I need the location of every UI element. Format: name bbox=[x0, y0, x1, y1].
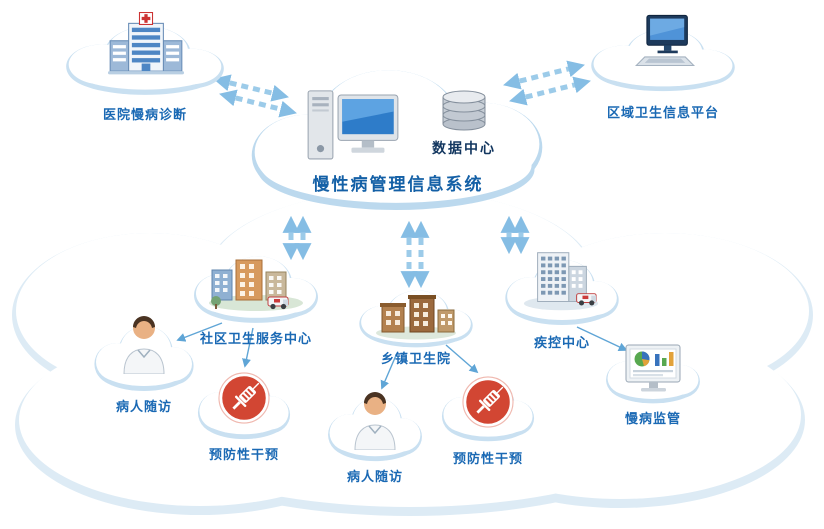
chronic-supervision-label: 慢病监管 bbox=[624, 412, 681, 427]
system-cloud-node: 数据中心 慢性病管理信息系统 bbox=[242, 58, 554, 218]
link-township-followup bbox=[380, 352, 398, 390]
hospital-label: 医院慢病诊断 bbox=[102, 108, 187, 123]
database-icon bbox=[442, 90, 486, 131]
link-regional-system-b bbox=[509, 76, 591, 106]
community-buildings-icon bbox=[208, 259, 304, 312]
regional-platform-label: 区域卫生信息平台 bbox=[606, 106, 719, 121]
patient-followup-left-node: 病人随访 bbox=[88, 314, 200, 415]
patient-followup-middle-label: 病人随访 bbox=[346, 470, 403, 485]
cdc-node: 疾控中心 bbox=[498, 248, 626, 354]
patient-person-icon bbox=[123, 315, 165, 374]
datacenter-label: 数据中心 bbox=[432, 141, 496, 157]
regional-platform-node: 区域卫生信息平台 bbox=[582, 14, 744, 124]
link-cdc-supervision bbox=[576, 326, 628, 352]
desktop-computer-icon bbox=[635, 14, 695, 67]
hospital-node: 医院慢病诊断 bbox=[56, 12, 234, 126]
community-center-label: 社区卫生服务中心 bbox=[199, 332, 312, 347]
patient-person-icon bbox=[354, 391, 396, 450]
syringe-badge-icon bbox=[218, 372, 270, 424]
hospital-building-icon bbox=[108, 12, 184, 75]
link-community-intervention bbox=[242, 327, 254, 368]
township-clinic-node: 乡镇卫生院 bbox=[352, 280, 480, 372]
preventive-intervention-middle-label: 预防性干预 bbox=[452, 452, 523, 467]
monitor-charts-icon bbox=[625, 344, 681, 392]
preventive-intervention-left-node: 预防性干预 bbox=[192, 364, 296, 464]
server-workstation-icon bbox=[307, 90, 399, 160]
link-community-followup bbox=[176, 322, 223, 342]
chronic-supervision-node: 慢病监管 bbox=[600, 336, 706, 430]
syringe-badge-icon bbox=[462, 376, 514, 428]
preventive-intervention-middle-node: 预防性干预 bbox=[436, 370, 540, 468]
system-title: 慢性病管理信息系统 bbox=[312, 175, 484, 195]
cdc-label: 疾控中心 bbox=[533, 336, 590, 351]
community-center-node: 社区卫生服务中心 bbox=[186, 244, 326, 348]
preventive-intervention-left-label: 预防性干预 bbox=[208, 448, 279, 463]
township-buildings-icon bbox=[375, 294, 457, 340]
patient-followup-middle-node: 病人随访 bbox=[322, 386, 428, 486]
background-cloud bbox=[12, 190, 813, 516]
township-clinic-label: 乡镇卫生院 bbox=[380, 352, 451, 367]
link-township-intervention bbox=[445, 344, 479, 374]
cdc-building-icon bbox=[523, 252, 599, 311]
patient-followup-left-label: 病人随访 bbox=[115, 400, 172, 415]
